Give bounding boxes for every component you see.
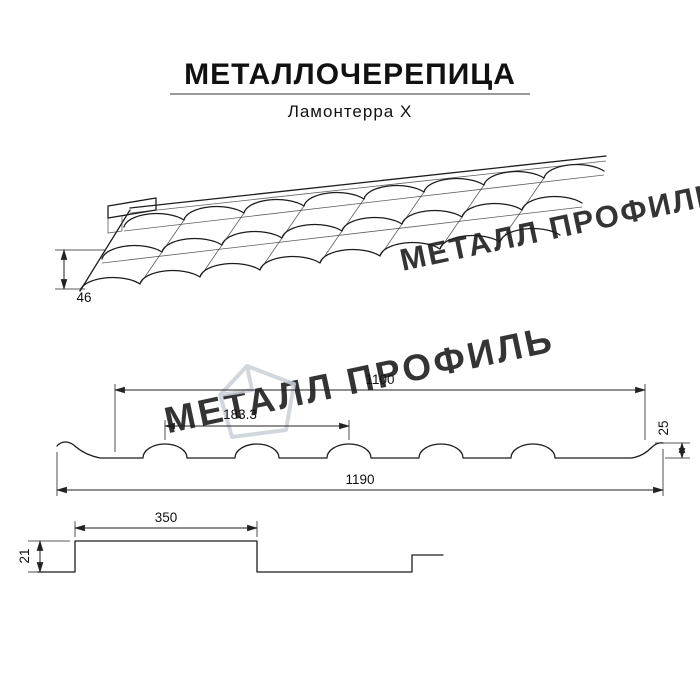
dimension-21: 21 xyxy=(17,539,70,574)
dim-label-1100: 1100 xyxy=(365,372,394,387)
row-step-line-1 xyxy=(101,206,583,264)
gable-edge-line xyxy=(79,209,131,292)
dim-label-350: 350 xyxy=(155,510,178,525)
dimension-1190: 1190 xyxy=(55,449,665,496)
tile-column-lines xyxy=(139,177,545,285)
step-profile-outline xyxy=(37,540,444,573)
ridge-edge-line xyxy=(129,155,607,209)
module-step-section: 350 21 xyxy=(17,510,444,574)
dim-label-46: 46 xyxy=(76,290,91,305)
header: МЕТАЛЛОЧЕРЕПИЦА Ламонтерра X xyxy=(170,58,530,121)
row-step-line-2 xyxy=(123,174,605,232)
watermark-text-upper: МЕТАЛЛ ПРОФИЛЬ xyxy=(397,176,700,278)
dimension-25: 25 xyxy=(655,420,690,460)
ridge-edge-line-2 xyxy=(129,160,607,214)
dim-label-21: 21 xyxy=(17,548,32,563)
dimension-183-3: 183.3 xyxy=(163,407,351,440)
watermark-text-lower: МЕТАЛЛ ПРОФИЛЬ xyxy=(161,318,558,441)
dimension-350: 350 xyxy=(73,510,259,537)
watermark-layer: МЕТАЛЛ ПРОФИЛЬ МЕТАЛЛ ПРОФИЛЬ xyxy=(161,176,700,441)
dimension-46: 46 xyxy=(55,248,106,305)
dim-label-1190: 1190 xyxy=(345,472,374,487)
page-title: МЕТАЛЛОЧЕРЕПИЦА xyxy=(184,58,516,91)
dim-label-25: 25 xyxy=(656,420,671,435)
tile-sheet-perspective-view: 46 xyxy=(55,155,607,305)
profile-cross-section: 1100 183.3 25 1190 xyxy=(55,372,690,496)
profile-outline xyxy=(56,441,664,459)
end-cap xyxy=(107,197,157,234)
dimension-1100: 1100 xyxy=(113,372,647,452)
dim-label-183-3: 183.3 xyxy=(223,407,257,422)
page-subtitle: Ламонтерра X xyxy=(288,102,413,121)
